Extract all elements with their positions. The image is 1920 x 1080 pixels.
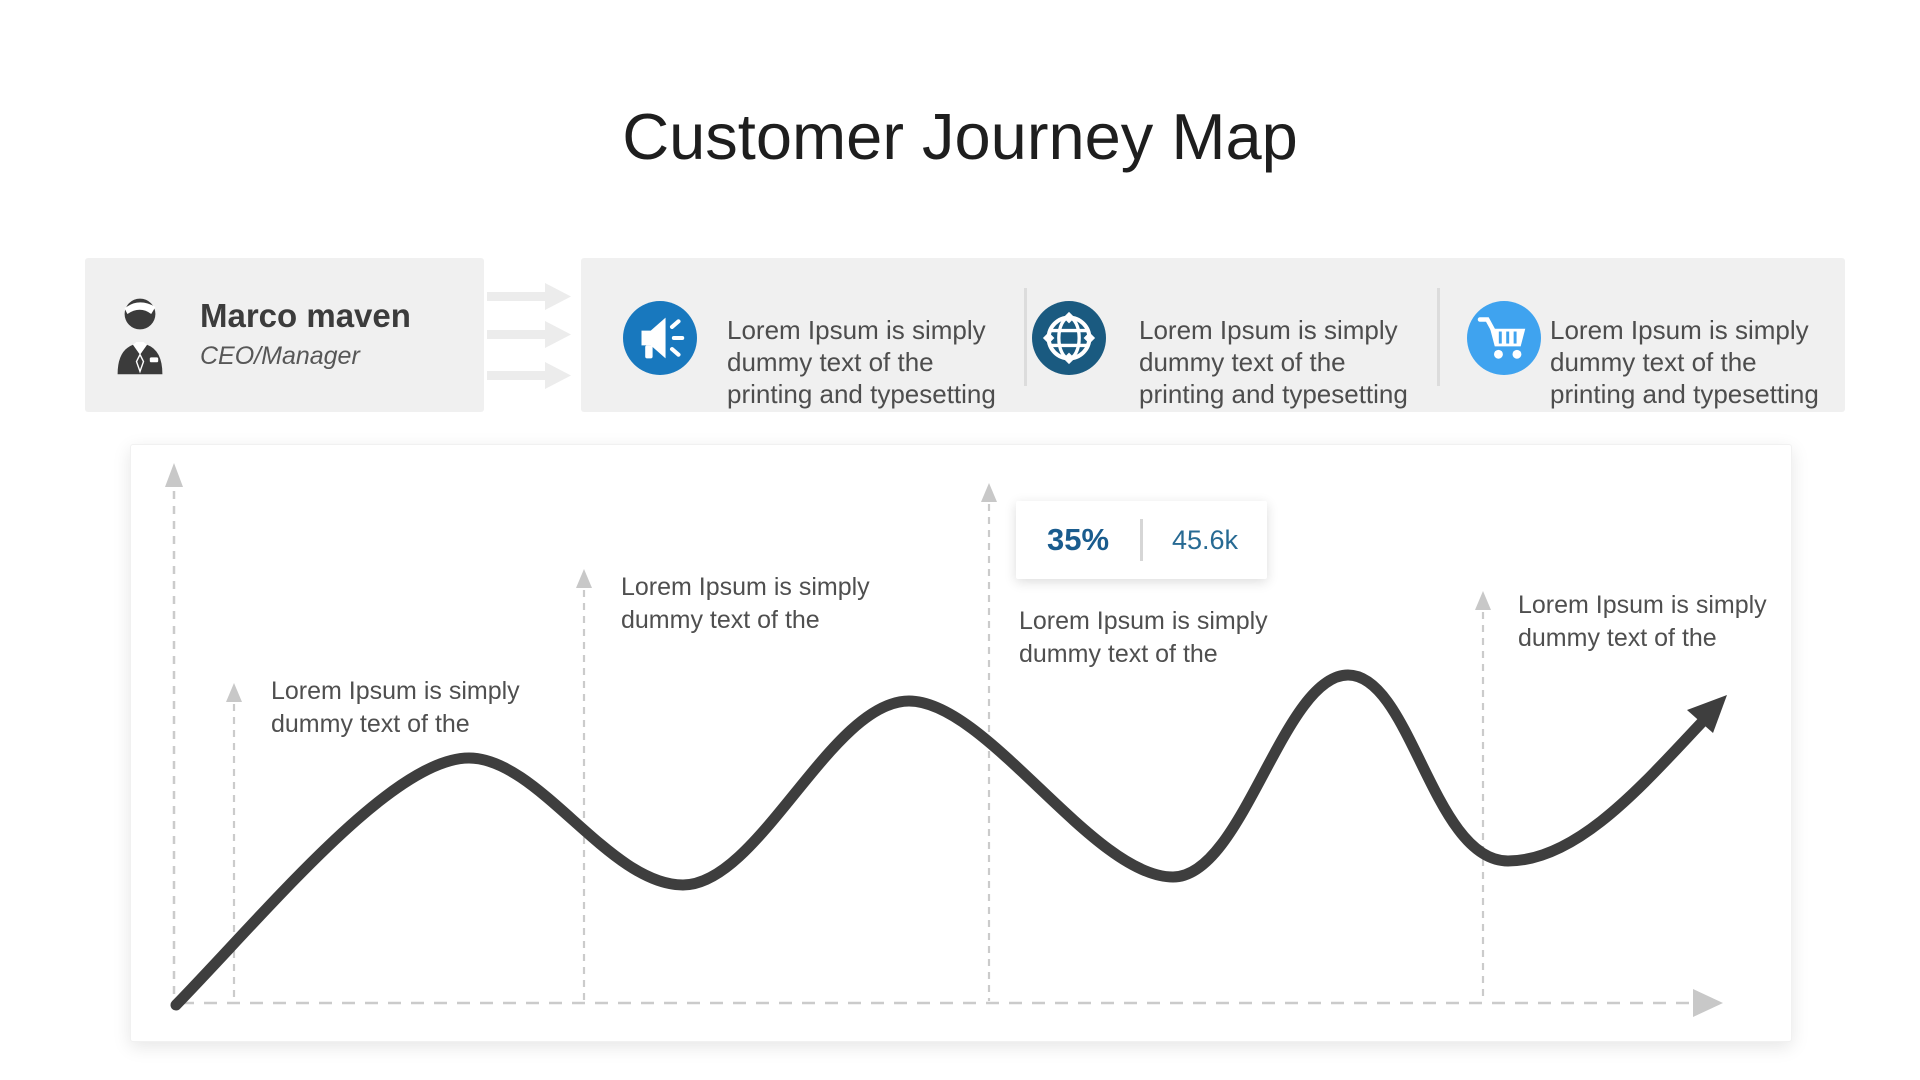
manager-person-icon xyxy=(117,298,163,375)
flow-arrow-icon xyxy=(487,362,571,389)
milestone-label: Lorem Ipsum is simply dummy text of the xyxy=(1019,607,1268,668)
journey-curve xyxy=(170,669,1711,1011)
persona-name: Marco maven xyxy=(200,297,411,334)
stat-value: 45.6k xyxy=(1171,524,1239,555)
stage-text: Lorem Ipsum is simply dummy text of the … xyxy=(727,315,996,409)
page-title: Customer Journey Map xyxy=(622,100,1298,173)
milestone-label: Lorem Ipsum is simply dummy text of the xyxy=(1518,591,1767,652)
megaphone-icon xyxy=(623,301,697,375)
globe-icon xyxy=(1032,301,1106,375)
flow-arrow-icon xyxy=(487,283,571,310)
persona-role: CEO/Manager xyxy=(200,342,360,370)
journey-curve-chart xyxy=(165,463,1727,1017)
stat-percent: 35% xyxy=(1046,522,1110,557)
stage-divider xyxy=(1024,288,1027,386)
flow-arrow-icon xyxy=(487,321,571,348)
stage-divider xyxy=(1437,288,1440,386)
curve-arrow-icon xyxy=(1687,695,1727,733)
milestone-label: Lorem Ipsum is simply dummy text of the xyxy=(271,677,520,738)
persona-card xyxy=(85,258,484,412)
stage-text: Lorem Ipsum is simply dummy text of the … xyxy=(1550,315,1819,409)
stat-callout: 35% 45.6k xyxy=(1016,501,1267,579)
x-axis-arrow-icon xyxy=(1693,989,1723,1017)
cart-icon xyxy=(1467,301,1541,375)
stat-divider xyxy=(1140,519,1143,561)
y-axis-arrow-icon xyxy=(165,463,183,487)
stages-panel xyxy=(581,258,1845,412)
milestone-label: Lorem Ipsum is simply dummy text of the xyxy=(621,573,870,634)
journey-chart-card: Lorem Ipsum is simply dummy text of the … xyxy=(130,444,1792,1042)
stage-text: Lorem Ipsum is simply dummy text of the … xyxy=(1139,315,1408,409)
